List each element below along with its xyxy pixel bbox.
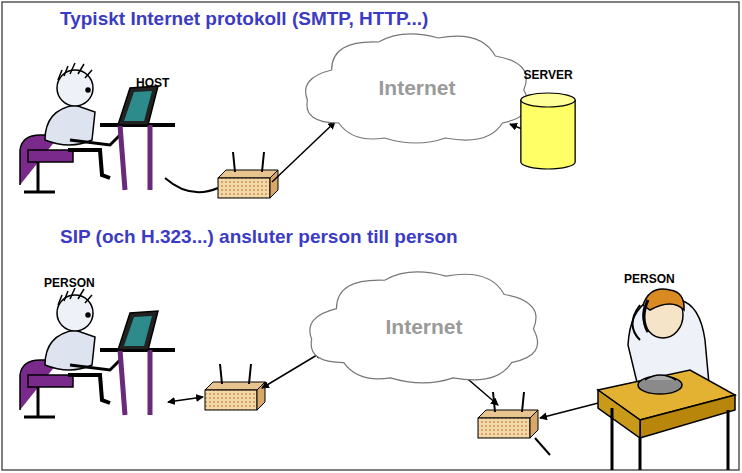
- link-arrow: [262, 352, 322, 388]
- router: [205, 364, 265, 410]
- section-heading: SIP (och H.323...) ansluter person till …: [60, 226, 458, 248]
- server-label: SERVER: [510, 68, 586, 82]
- link-arrow: [168, 397, 203, 402]
- role-label: PERSON: [624, 272, 675, 286]
- server-cylinder: SERVER: [510, 68, 586, 170]
- phone-person-figure: [598, 289, 735, 470]
- router: [218, 152, 278, 198]
- role-label: PERSON: [44, 276, 95, 290]
- person-figure: [20, 288, 175, 417]
- router: [478, 392, 550, 455]
- server-cylinder-shape: [510, 68, 586, 170]
- host-figure: [20, 63, 218, 192]
- section-heading: Typiskt Internet protokoll (SMTP, HTTP..…: [60, 8, 428, 30]
- cloud-label: Internet: [300, 315, 548, 339]
- internet-cloud: Internet: [296, 28, 538, 148]
- role-label: HOST: [136, 76, 169, 90]
- internet-cloud: Internet: [300, 266, 548, 388]
- link-arrow: [272, 122, 335, 182]
- cloud-label: Internet: [296, 76, 538, 100]
